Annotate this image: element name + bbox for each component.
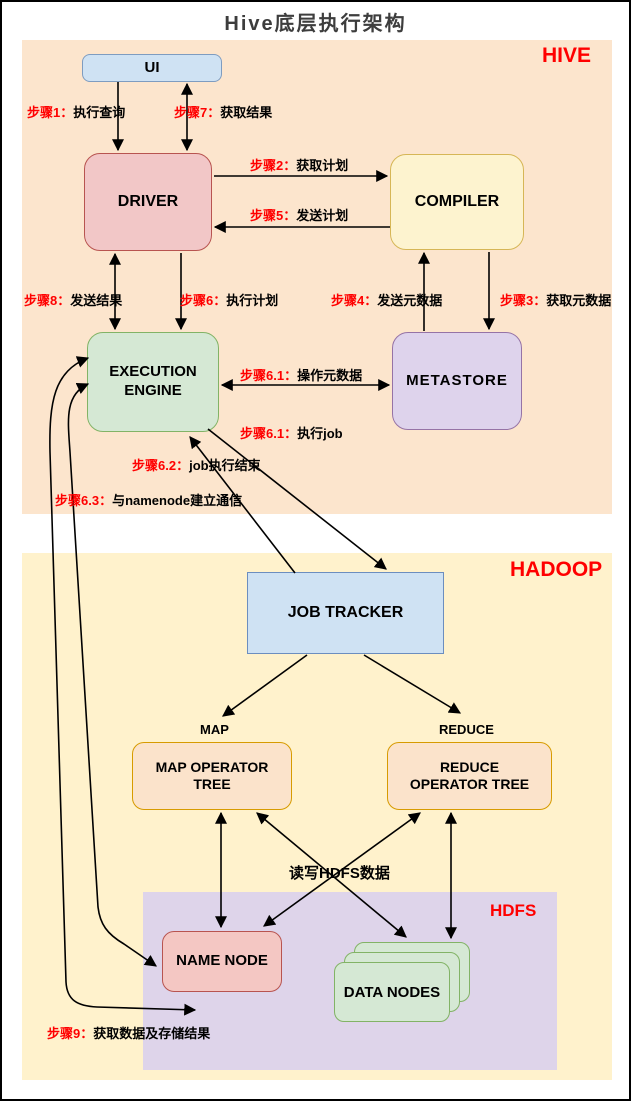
step7-text: 获取结果: [220, 105, 273, 120]
step62-prefix: 步骤6.2：: [132, 458, 190, 473]
map-caption: MAP: [200, 722, 229, 737]
step3-label: 步骤3：获取元数据: [500, 290, 611, 309]
metastore-node: METASTORE: [392, 332, 522, 430]
step63-text: 与namenode建立通信: [112, 493, 243, 508]
step7-prefix: 步骤7：: [174, 105, 221, 120]
hdfs-region-label: HDFS: [490, 901, 537, 920]
hive-region-label: HIVE: [542, 44, 592, 67]
step5-label: 步骤5：发送计划: [250, 205, 348, 224]
step5-text: 发送计划: [296, 208, 349, 223]
step6-label: 步骤6：执行计划: [180, 290, 278, 309]
step9-prefix: 步骤9：: [47, 1026, 94, 1041]
step8-label: 步骤8：发送结果: [24, 290, 122, 309]
step9-text: 获取数据及存储结果: [93, 1026, 211, 1041]
step61a-prefix: 步骤6.1：: [240, 368, 298, 383]
page-title: Hive底层执行架构: [224, 13, 407, 35]
step2-label: 步骤2：获取计划: [250, 155, 348, 174]
map-operator-tree-node: MAP OPERATOR TREE: [132, 742, 292, 810]
step4-prefix: 步骤4：: [331, 293, 378, 308]
step2-prefix: 步骤2：: [250, 158, 297, 173]
execution-engine-node: EXECUTION ENGINE: [87, 332, 219, 432]
step61-metadata-label: 步骤6.1：操作元数据: [240, 365, 362, 384]
step2-text: 获取计划: [296, 158, 349, 173]
step63-prefix: 步骤6.3：: [55, 493, 113, 508]
step5-prefix: 步骤5：: [250, 208, 297, 223]
step3-text: 获取元数据: [546, 293, 612, 308]
step61b-text: 执行job: [297, 426, 343, 441]
job-tracker-node: JOB TRACKER: [247, 572, 444, 654]
step62-label: 步骤6.2：job执行结束: [132, 455, 261, 474]
ui-node: UI: [82, 54, 222, 82]
compiler-node: COMPILER: [390, 154, 524, 250]
driver-node: DRIVER: [84, 153, 212, 251]
reduce-caption: REDUCE: [439, 722, 494, 737]
data-nodes-node: DATA NODES: [334, 962, 450, 1022]
step62-text: job执行结束: [189, 458, 261, 473]
step1-label: 步骤1：执行查询: [27, 102, 125, 121]
step63-label: 步骤6.3：与namenode建立通信: [55, 490, 242, 509]
step61b-prefix: 步骤6.1：: [240, 426, 298, 441]
reduce-operator-tree-node: REDUCE OPERATOR TREE: [387, 742, 552, 810]
hadoop-region-label: HADOOP: [510, 558, 603, 581]
hdfs-read-write-annotation: 读写HDFS数据: [289, 865, 390, 882]
step9-label: 步骤9：获取数据及存储结果: [47, 1023, 210, 1042]
step8-prefix: 步骤8：: [24, 293, 71, 308]
name-node: NAME NODE: [162, 931, 282, 992]
step61-execute-job-label: 步骤6.1：执行job: [240, 423, 343, 442]
step6-prefix: 步骤6：: [180, 293, 227, 308]
step1-text: 执行查询: [73, 105, 126, 120]
step4-text: 发送元数据: [377, 293, 443, 308]
step8-text: 发送结果: [70, 293, 123, 308]
step61a-text: 操作元数据: [297, 368, 363, 383]
step4-label: 步骤4：发送元数据: [331, 290, 442, 309]
step3-prefix: 步骤3：: [500, 293, 547, 308]
step7-label: 步骤7：获取结果: [174, 102, 272, 121]
step1-prefix: 步骤1：: [27, 105, 74, 120]
step6-text: 执行计划: [226, 293, 279, 308]
